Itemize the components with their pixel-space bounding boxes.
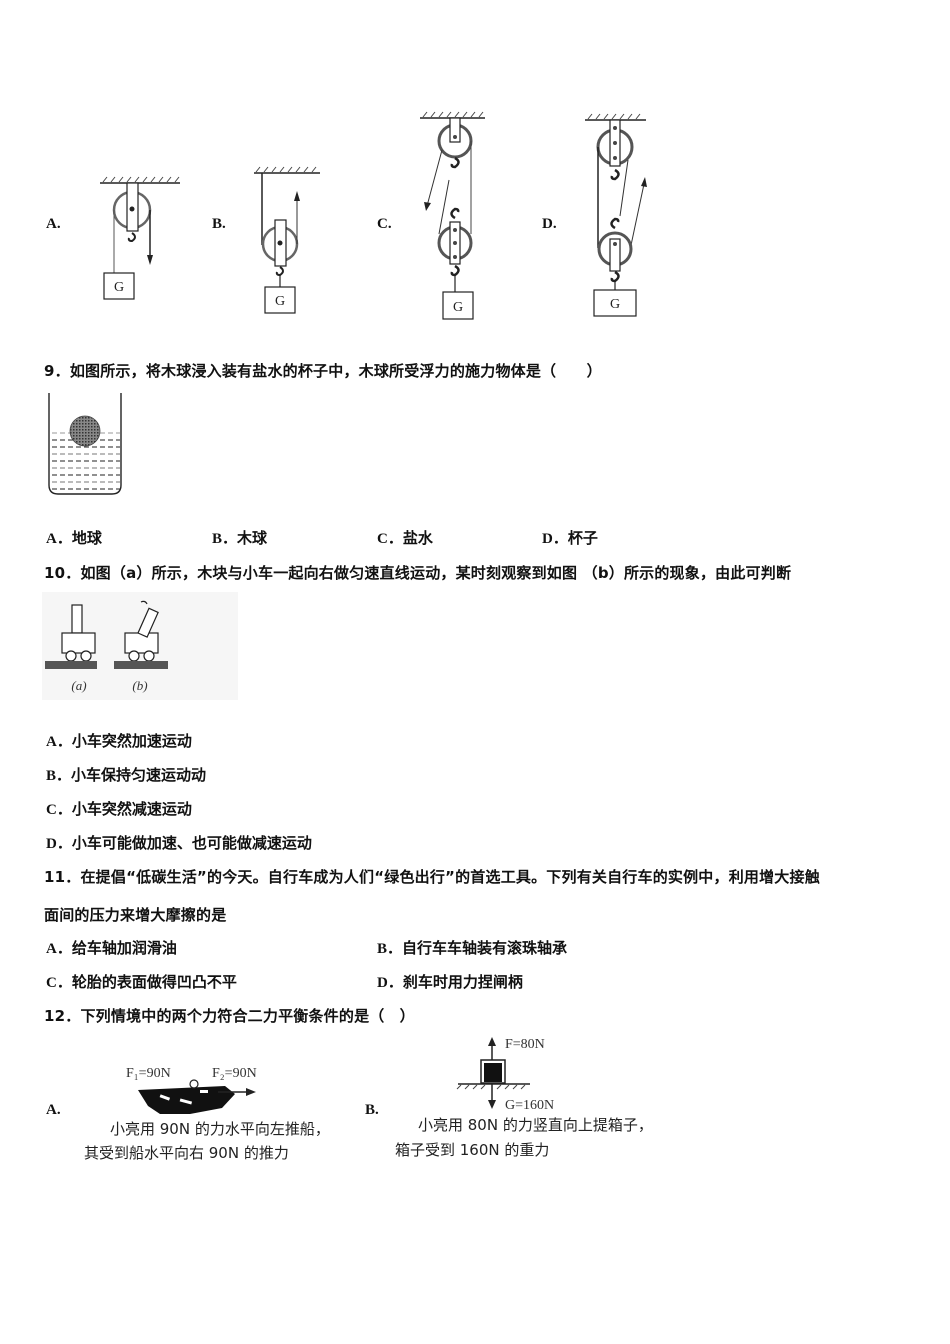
q12-option-b-label[interactable]: B. [365,1102,379,1118]
weight-g-down-label: G=160N [505,1098,555,1113]
figure-b-label: (b) [132,678,147,693]
q12-stem: 12．下列情境中的两个力符合二力平衡条件的是（ ） [44,1007,415,1025]
q9-option-c[interactable]: C．盐水 [377,527,433,548]
q12-option-b-caption-line1: 小亮用 80N 的力竖直向上提箱子， [418,1116,653,1134]
q9-option-b[interactable]: B．木球 [212,527,267,548]
q11-option-b[interactable]: B．自行车车轴装有滚珠轴承 [377,937,567,958]
option-label: B． [46,768,72,784]
option-label: C． [377,531,403,547]
option-text: 自行车车轴装有滚珠轴承 [402,939,568,957]
option-text: 刹车时用力捏闸柄 [402,973,523,991]
option-label: A． [46,734,72,750]
q8-option-a-label[interactable]: A. [46,216,61,232]
weight-g-label: G [114,280,124,295]
q12-option-a-caption-line2: 其受到船水平向右 90N 的推力 [84,1144,289,1162]
option-label: C． [46,975,72,991]
q11-option-d[interactable]: D．刹车时用力捏闸柄 [377,971,523,992]
option-text: 盐水 [402,529,433,547]
option-text: 地球 [71,529,102,547]
option-label: D． [46,836,72,852]
option-label: C． [46,802,72,818]
q12-option-a-label[interactable]: A. [46,1102,61,1118]
q9-option-d[interactable]: D．杯子 [542,527,598,548]
option-text: 给车轴加润滑油 [71,939,177,957]
q10-stem: 10．如图（a）所示，木块与小车一起向右做匀速直线运动，某时刻观察到如图 （b）… [44,564,792,582]
beaker-with-wood-ball-figure [48,393,122,495]
q9-stem: 9．如图所示，将木球浸入装有盐水的杯子中，木球所受浮力的施力物体是（ ） [44,362,602,380]
pulley-block-diagram-c: G [420,111,485,320]
q8-option-c-label[interactable]: C. [377,216,392,232]
q9-option-a[interactable]: A．地球 [46,527,102,548]
q11-stem-line1: 11．在提倡“低碳生活”的今天。自行车成为人们“绿色出行”的首选工具。下列有关自… [44,868,820,886]
q10-option-c[interactable]: C．小车突然减速运动 [46,798,192,819]
force-f-up-label: F=80N [505,1037,545,1052]
q11-stem-line2: 面间的压力来增大摩擦的是 [44,906,227,924]
option-label: B． [377,941,403,957]
q11-option-a[interactable]: A．给车轴加润滑油 [46,937,177,958]
option-text: 木球 [237,529,268,547]
option-text: 杯子 [567,529,598,547]
option-label: D． [377,975,403,991]
q10-option-a[interactable]: A．小车突然加速运动 [46,730,192,751]
weight-g-label: G [275,294,285,309]
cart-and-block-figure: (a) (b) [42,592,238,700]
force-f2-label: F₂=90N [212,1066,257,1081]
option-text: 小车可能做加速、也可能做减速运动 [71,834,312,852]
movable-pulley-diagram-b: G [254,166,320,314]
option-text: 轮胎的表面做得凹凸不平 [71,973,237,991]
option-text: 小车突然加速运动 [71,732,192,750]
q12-option-b-caption-line2: 箱子受到 160N 的重力 [395,1141,550,1159]
boat-pushing-figure [138,1079,256,1114]
option-label: D． [542,531,568,547]
pulley-block-diagram-d: G [585,113,647,317]
figure-a-label: (a) [71,678,86,693]
option-label: B． [212,531,238,547]
option-label: A． [46,941,72,957]
q8-option-d-label[interactable]: D. [542,216,557,232]
option-text: 小车突然减速运动 [71,800,192,818]
option-label: A． [46,531,72,547]
q11-option-c[interactable]: C．轮胎的表面做得凹凸不平 [46,971,237,992]
weight-g-label: G [610,297,620,312]
q12-option-a-caption-line1: 小亮用 90N 的力水平向左推船， [110,1120,330,1138]
option-text: 小车保持匀速运动动 [71,766,207,784]
q10-option-d[interactable]: D．小车可能做加速、也可能做减速运动 [46,832,312,853]
q8-option-b-label[interactable]: B. [212,216,226,232]
fixed-pulley-diagram-a: G [100,176,180,300]
box-lift-figure [456,1037,530,1109]
weight-g-label: G [453,300,463,315]
q10-option-b[interactable]: B．小车保持匀速运动动 [46,764,206,785]
force-f1-label: F₁=90N [126,1066,171,1081]
